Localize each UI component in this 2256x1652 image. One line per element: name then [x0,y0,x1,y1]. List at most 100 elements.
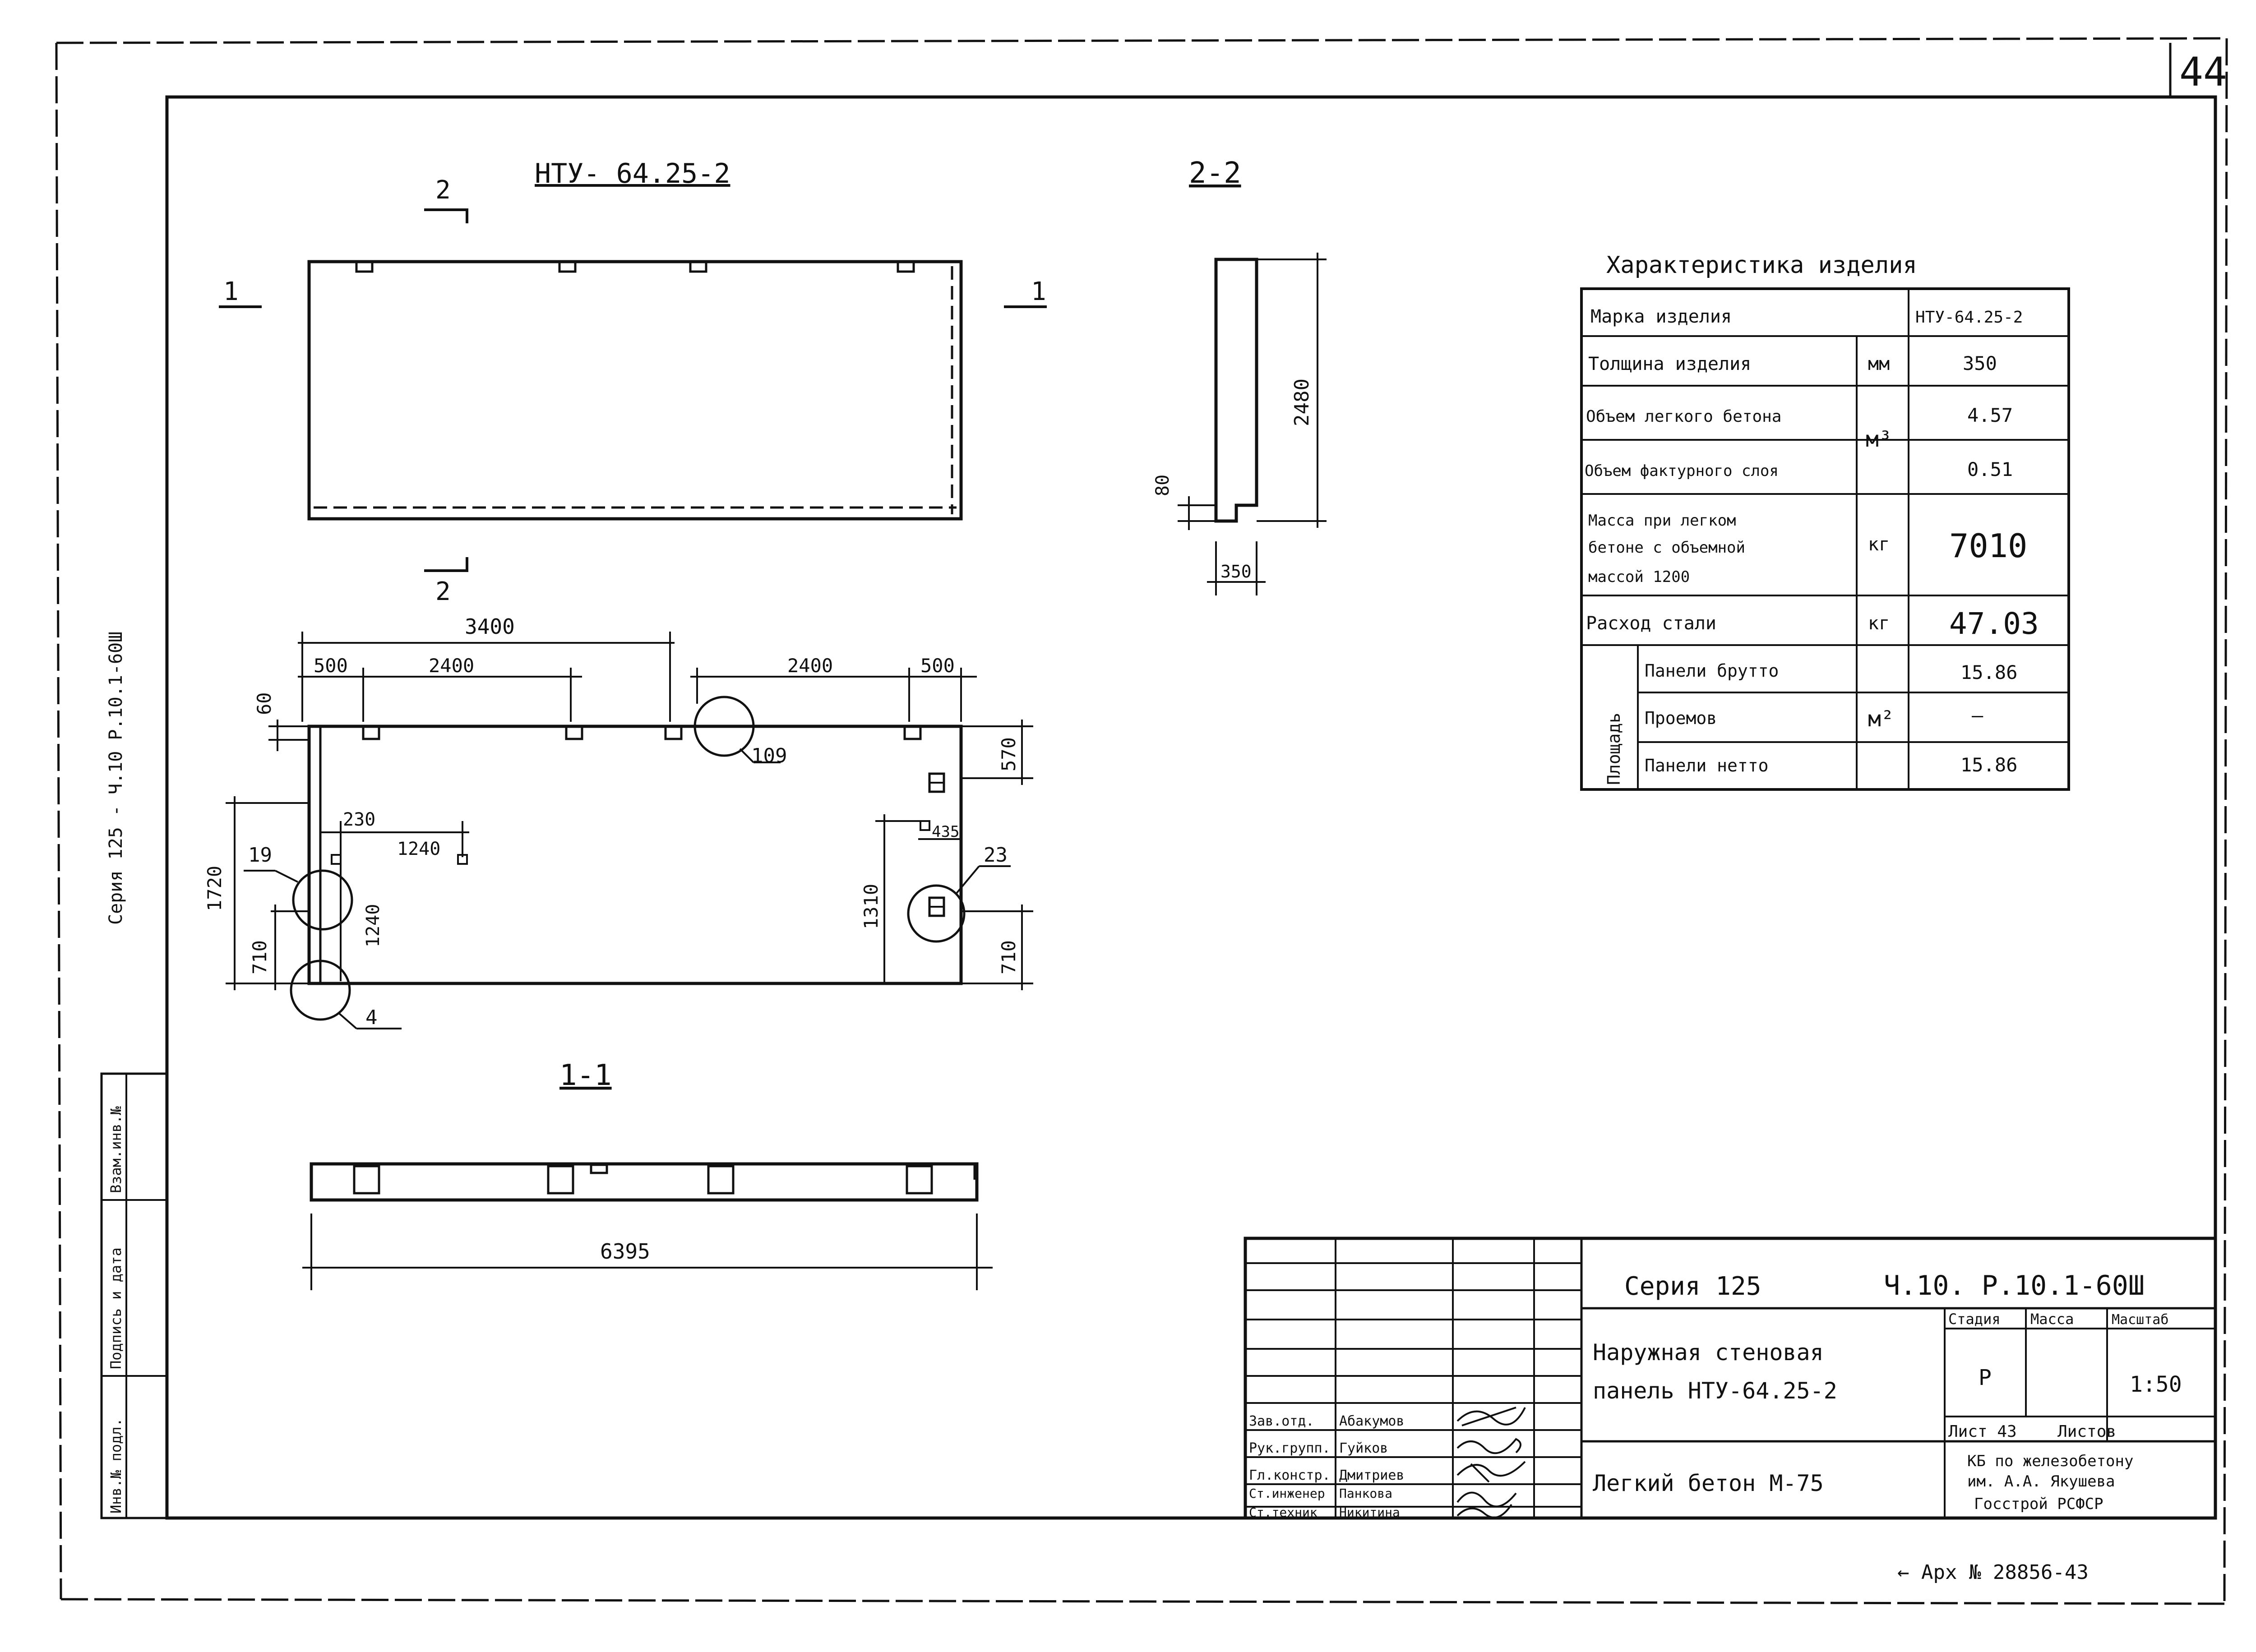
org-line2: им. А.А. Якушева [1967,1472,2115,1490]
char-value-0: НТУ-64.25-2 [1915,308,2023,327]
dim-80: 80 [1152,475,1173,496]
inner-frame [165,95,2217,1520]
callout-4: 4 [365,1006,378,1029]
name-3: Панкова [1339,1486,1392,1501]
char-unit-2: м³ [1866,427,1892,452]
stamp-sign-date: Подпись и дата [107,1247,125,1369]
char-value-4: 7010 [1949,527,2027,565]
dim-500-left: 500 [314,655,348,677]
cut-mark-2-top: 2 [435,175,451,205]
name-4: Никитина [1339,1505,1400,1520]
dim-350: 350 [1220,562,1252,581]
callout-circle-19 [292,869,353,931]
svg-text:массой 1200: массой 1200 [1588,568,1690,586]
role-1: Рук.групп. [1249,1440,1331,1456]
area-label-1: Проемов [1645,708,1717,728]
role-2: Гл.констр. [1249,1467,1331,1483]
title-series: Серия 125 [1624,1272,1761,1301]
sheets-label: Листов [2057,1422,2116,1441]
outer-frame [55,37,2228,1605]
dim-1310: 1310 [860,884,882,929]
plan-view: 109 19 4 23 3400 500 2400 2400 500 60 [203,614,1033,1029]
section-1-1: 1-1 6395 [302,1059,993,1290]
section-2-2: 2-2 2480 80 350 [1152,157,1327,595]
names-column: Абакумов Гуйков Дмитриев Панкова Никитин… [1339,1413,1405,1520]
scale-value: 1:50 [2130,1372,2182,1397]
area-unit: м² [1868,706,1894,732]
dim-500-right: 500 [920,655,955,677]
cut-mark-1-right: 1 [1031,277,1046,306]
stage-header: Стадия [1948,1311,2001,1328]
dim-6395: 6395 [600,1239,650,1264]
char-value-1: 350 [1963,352,1997,374]
name-1: Гуйков [1339,1440,1388,1456]
callout-circle-23 [907,884,966,943]
stamp-replace-inv: Взам.инв.№ [107,1106,125,1193]
cut-mark-1-left: 1 [223,277,239,306]
char-unit-4: кг [1868,534,1890,555]
scale-header: Масштаб [2112,1312,2168,1328]
callout-109: 109 [751,744,787,767]
area-value-2: 15.86 [1960,754,2017,776]
char-label-4-block: Масса при легком бетоне с объемной массо… [1588,512,1745,586]
title-code: Ч.10. Р.10.1-60Ш [1884,1270,2145,1301]
char-label-0: Марка изделия [1590,306,1732,327]
char-label-5: Расход стали [1586,613,1716,634]
front-view: НТУ- 64.25-2 2 2 1 1 [219,158,1047,606]
cut-mark-2-bottom: 2 [435,577,451,606]
char-unit-5: кг [1868,613,1890,634]
title-block: Зав.отд. Рук.групп. Гл.констр. Ст.инжене… [1244,1237,2217,1520]
sheet-number: 44 [2179,49,2227,95]
area-value-0: 15.86 [1960,661,2017,683]
left-stamp-strip: Инв.№ подл. Подпись и дата Взам.инв.№ [100,1072,168,1519]
front-view-title: НТУ- 64.25-2 [535,158,730,189]
char-value-2: 4.57 [1967,404,2013,426]
role-4: Ст.техник [1249,1505,1318,1520]
dim-710-left: 710 [249,940,271,974]
char-unit-1: мм [1868,354,1890,374]
char-value-3: 0.51 [1967,458,2013,480]
archive-note: ← Арх № 28856-43 [1897,1561,2089,1584]
dim-1240-v: 1240 [363,904,384,947]
area-label-2: Панели нетто [1645,756,1769,775]
role-3: Ст.инженер [1249,1486,1325,1501]
characteristics-table: Характеристика изделия Марка изделия НТУ… [1580,252,2070,791]
dim-2400-left: 2400 [429,655,474,677]
callout-23: 23 [984,844,1008,867]
signatures [1456,1407,1526,1518]
title-name-line1: Наружная стеновая [1593,1339,1824,1366]
dim-3400: 3400 [465,614,515,639]
characteristics-title: Характеристика изделия [1606,252,1917,279]
dim-60: 60 [253,692,275,715]
dim-710-right: 710 [998,940,1020,974]
char-label-1: Толщина изделия [1588,354,1751,374]
stage-value: Р [1979,1365,1992,1390]
org-line3: Госстрой РСФСР [1974,1495,2103,1513]
dim-1240-h: 1240 [397,839,440,859]
title-material: Легкий бетон М-75 [1593,1470,1824,1496]
dim-230: 230 [343,809,375,830]
dim-2400-right: 2400 [787,655,833,677]
lifting-loops-plan [362,726,922,740]
dim-1720: 1720 [203,866,226,911]
sheet-label: Лист 43 [1948,1422,2017,1441]
area-group-label: Площадь [1604,713,1624,785]
name-2: Дмитриев [1339,1467,1405,1483]
char-label-3: Объем фактурного слоя [1585,462,1779,480]
dim-435: 435 [932,823,959,841]
dim-2480: 2480 [1290,378,1313,426]
char-value-5: 47.03 [1949,606,2039,641]
callout-circle-4 [290,960,351,1021]
svg-text:бетоне с объемной: бетоне с объемной [1588,539,1745,557]
sheet-number-box: 44 [2169,43,2227,97]
char-label-2: Объем легкого бетона [1586,407,1781,426]
stamp-inv-number: Инв.№ подл. [107,1418,125,1514]
callout-circle-109 [693,696,755,757]
title-name-line2: панель НТУ-64.25-2 [1593,1378,1837,1404]
roles-column: Зав.отд. Рук.групп. Гл.констр. Ст.инжене… [1249,1413,1331,1520]
side-series-label: Серия 125 - Ч.10 Р.10.1-60Ш [106,632,126,925]
mass-header: Масса [2030,1311,2074,1328]
org-line1: КБ по железобетону [1967,1452,2133,1470]
section-2-2-title: 2-2 [1189,157,1241,190]
